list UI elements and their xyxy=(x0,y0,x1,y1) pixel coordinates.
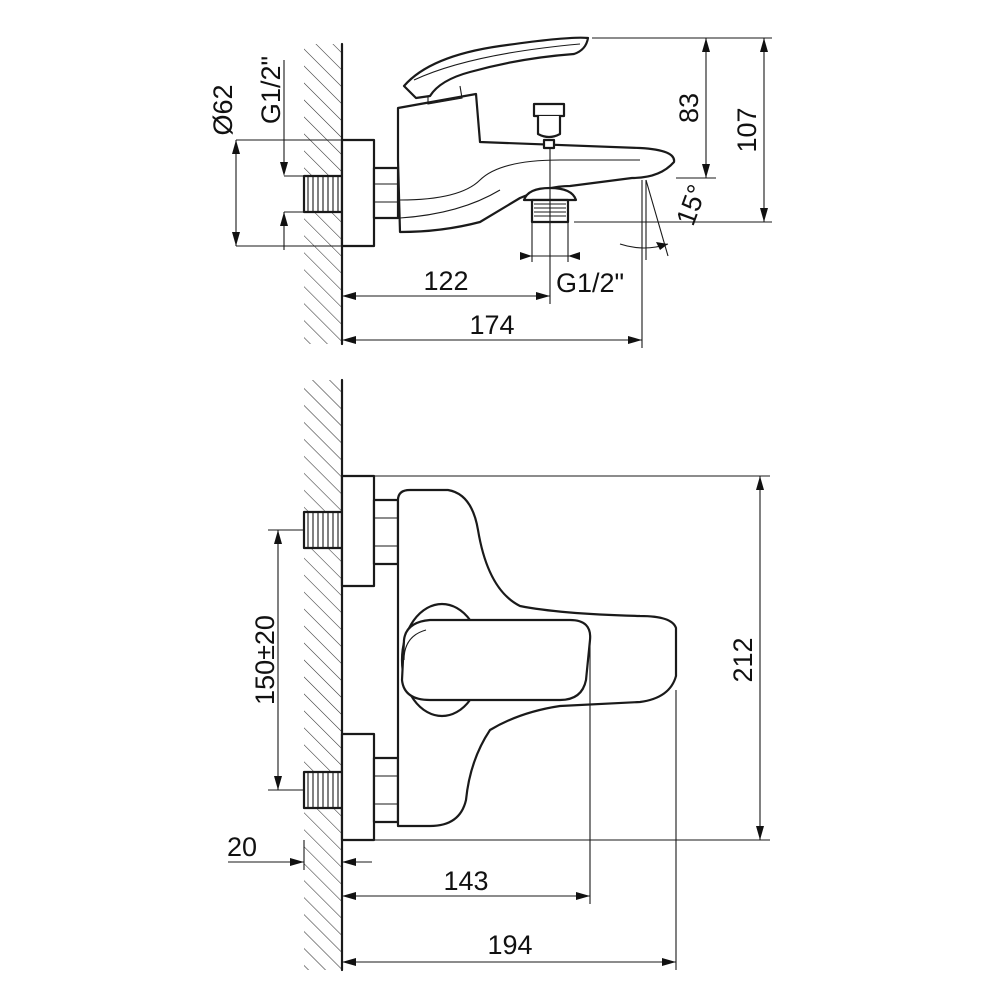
label-diameter-62: Ø62 xyxy=(208,84,238,135)
label-20: 20 xyxy=(227,832,257,862)
dim-107: 107 xyxy=(574,38,772,223)
side-view: Ø62 G1/2" 83 107 xyxy=(208,36,772,348)
dim-174: 174 xyxy=(342,180,643,348)
wall-hatch-front xyxy=(304,380,342,970)
faucet-body-side xyxy=(396,92,676,234)
label-107: 107 xyxy=(732,107,762,152)
lever-handle-side xyxy=(402,36,590,100)
inlet-thread-lower xyxy=(302,770,344,810)
dim-angle-15: 15° xyxy=(619,179,713,260)
label-outlet-thread: G1/2" xyxy=(556,268,624,298)
dim-83: 83 xyxy=(592,37,772,179)
label-212: 212 xyxy=(728,637,758,682)
dim-194: 194 xyxy=(342,690,677,970)
connection-nut-lower xyxy=(372,756,400,824)
dim-150: 150±20 xyxy=(250,529,304,791)
dim-inlet-thread: G1/2" xyxy=(256,56,304,250)
lever-handle-front[interactable] xyxy=(400,618,592,702)
label-122: 122 xyxy=(423,266,468,296)
dim-143: 143 xyxy=(342,640,591,904)
label-194: 194 xyxy=(487,930,532,960)
connection-nut-top xyxy=(372,166,400,220)
dim-122: 122 xyxy=(342,148,551,304)
label-inlet-thread: G1/2" xyxy=(256,56,286,124)
front-view: 150±20 212 20 143 xyxy=(227,378,770,972)
escutcheon-upper xyxy=(340,474,376,588)
escutcheon-lower xyxy=(340,732,376,842)
dim-outlet-thread: G1/2" xyxy=(520,222,624,298)
dim-20: 20 xyxy=(227,832,372,870)
inlet-thread-upper xyxy=(302,510,344,550)
label-83: 83 xyxy=(674,93,704,123)
connection-nut-upper xyxy=(372,498,400,566)
diverter-knob[interactable] xyxy=(532,102,566,150)
dim-diameter-62: Ø62 xyxy=(208,84,342,247)
inlet-thread-top xyxy=(302,174,344,214)
escutcheon-top xyxy=(340,138,376,248)
label-174: 174 xyxy=(469,310,514,340)
label-150: 150±20 xyxy=(250,615,280,705)
label-143: 143 xyxy=(443,866,488,896)
dim-212: 212 xyxy=(374,475,770,841)
